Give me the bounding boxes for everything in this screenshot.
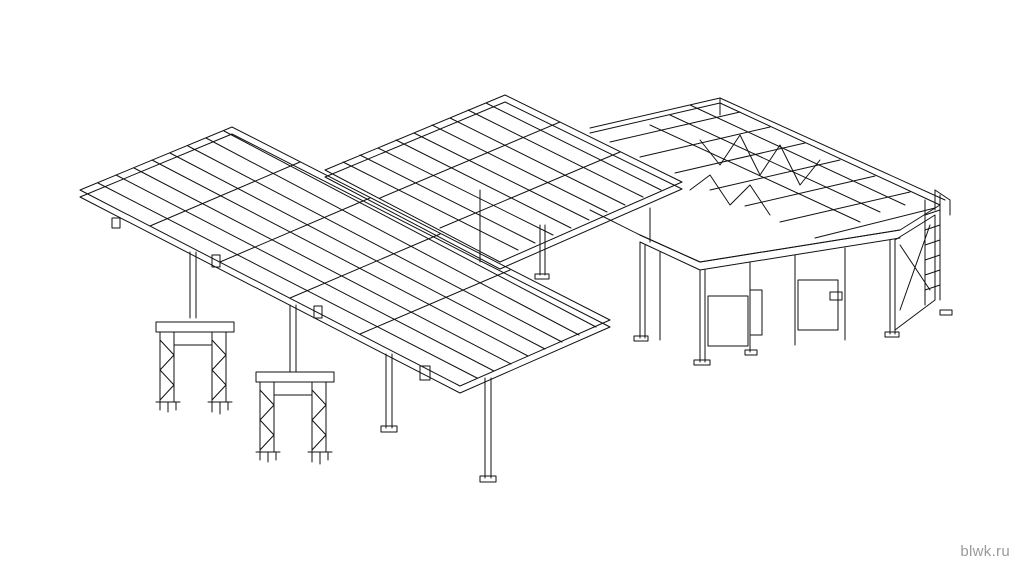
watermark-label: blwk.ru	[960, 543, 1010, 560]
left-canopy-roof	[79, 126, 611, 483]
portal-frame-right	[255, 371, 335, 465]
middle-canopy-roof	[324, 94, 683, 280]
portal-frame-left	[155, 321, 235, 415]
right-building-frame	[589, 97, 953, 366]
